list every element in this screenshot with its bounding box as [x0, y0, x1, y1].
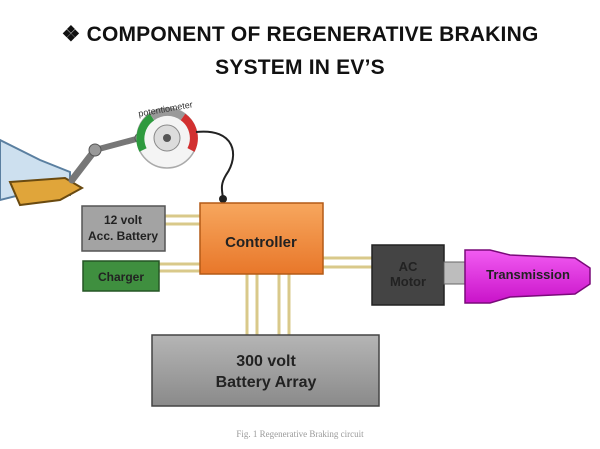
wires: [159, 214, 372, 335]
figure-caption: Fig. 1 Regenerative Braking circuit: [236, 429, 364, 439]
potentiometer-cable: [195, 130, 235, 199]
page-title-line2: SYSTEM IN EV’S: [215, 56, 385, 79]
battery-12v-label-1: 12 volt: [104, 213, 142, 227]
charger-box: Charger: [82, 260, 160, 292]
ac-motor-label-2: Motor: [390, 274, 426, 289]
cable-connector: [219, 195, 227, 203]
pedal-linkage-icon: [68, 132, 146, 184]
controller-box: Controller: [199, 202, 324, 275]
accelerator-pedal-icon: [0, 138, 85, 207]
battery-300v-box: 300 volt Battery Array: [151, 334, 380, 407]
bullet-icon: ❖: [61, 23, 81, 46]
battery-300v-label-1: 300 volt: [236, 353, 296, 370]
transmission-box: Transmission: [464, 249, 591, 304]
battery-12v-label-2: Acc. Battery: [88, 229, 158, 243]
charger-label: Charger: [98, 270, 144, 284]
ac-motor-box: AC Motor: [371, 244, 467, 306]
transmission-label: Transmission: [486, 267, 570, 282]
battery-12v-box: 12 volt Acc. Battery: [81, 205, 166, 252]
controller-label: Controller: [225, 234, 297, 251]
potentiometer-icon: [136, 107, 198, 169]
battery-300v-label-2: Battery Array: [216, 374, 317, 391]
ac-motor-label-1: AC: [399, 259, 418, 274]
title-text-line1: COMPONENT OF REGENERATIVE BRAKING: [86, 23, 539, 46]
page-title-line1: ❖ COMPONENT OF REGENERATIVE BRAKING: [0, 22, 600, 48]
